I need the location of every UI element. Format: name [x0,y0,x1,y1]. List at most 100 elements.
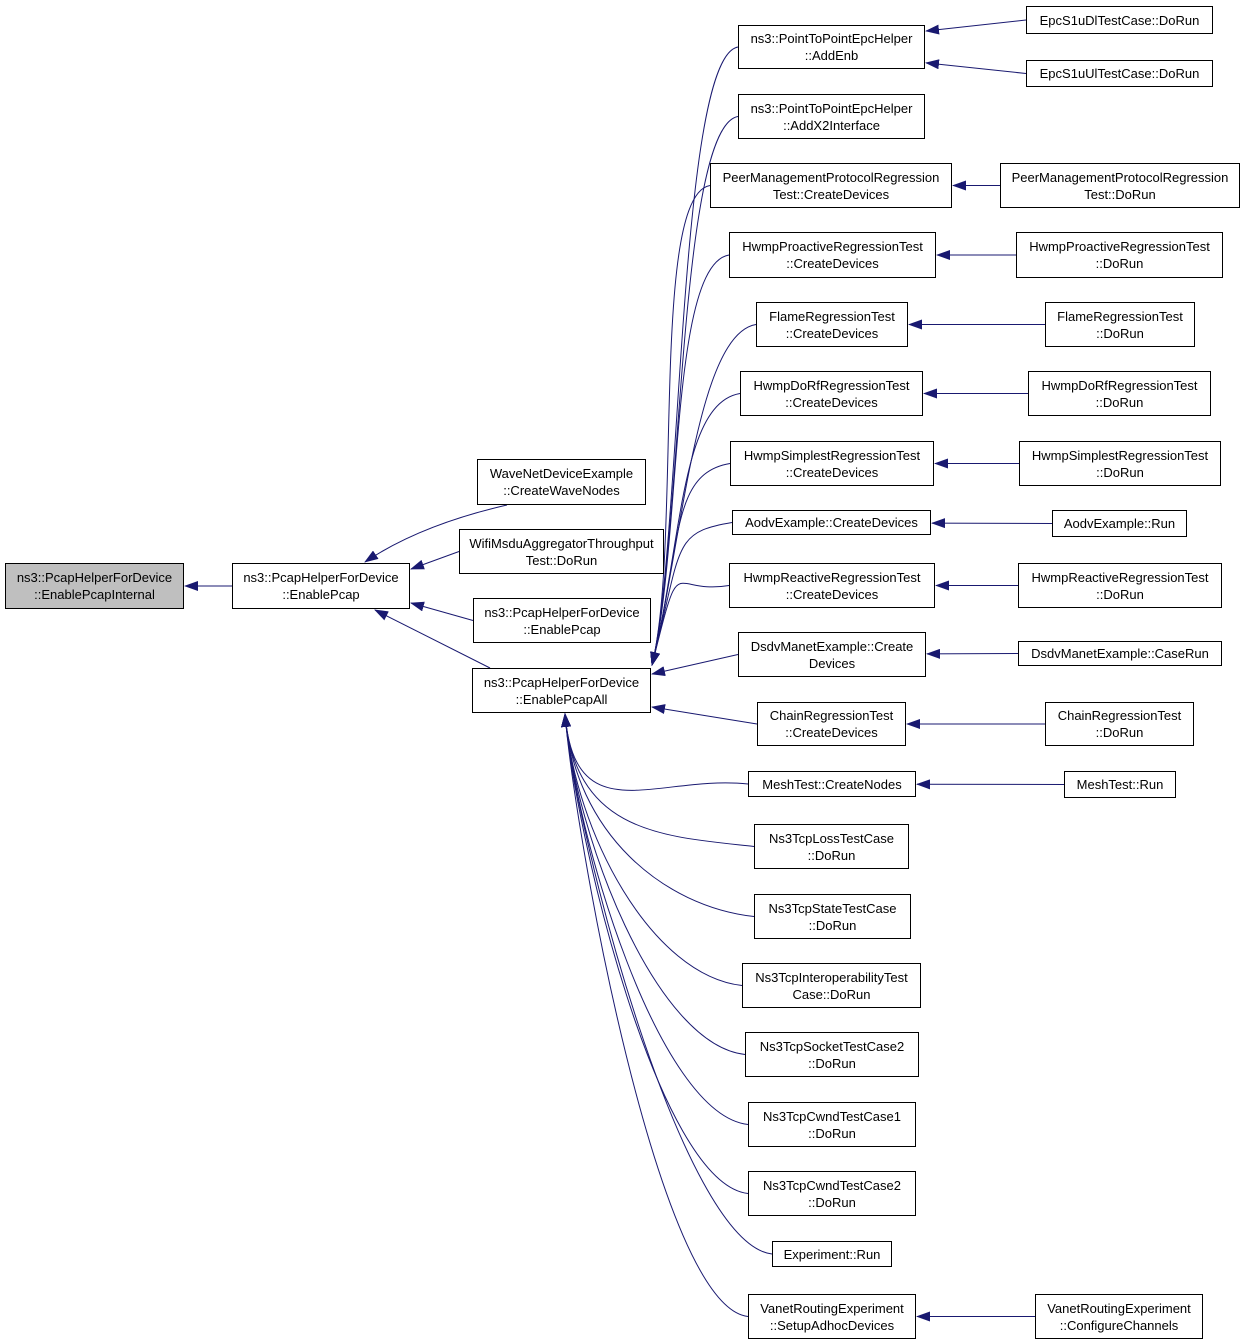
graph-node-label: EpcS1uDlTestCase::DoRun [1039,12,1200,28]
graph-node-hwmpdorfregressiontest-dorun[interactable]: HwmpDoRfRegressionTest::DoRun [1028,371,1211,416]
graph-node-label: Ns3TcpLossTestCase [769,830,894,846]
graph-node-label: ::CreateDevices [785,464,879,480]
graph-node-flameregressiontest-dorun[interactable]: FlameRegressionTest::DoRun [1045,302,1195,347]
graph-node-label: ::DoRun [1095,394,1144,410]
graph-node-ns3-pcaphelperfordevice-enablepcapall[interactable]: ns3::PcapHelperForDevice::EnablePcapAll [472,668,651,713]
call-edge [650,185,711,666]
graph-node-experiment-run[interactable]: Experiment::Run [772,1241,892,1267]
call-edge [650,463,731,666]
call-edge [651,704,758,725]
call-edge [650,582,730,666]
graph-node-label: Test::DoRun [525,552,598,568]
graph-node-hwmpproactiveregressiontest-createdevices[interactable]: HwmpProactiveRegressionTest::CreateDevic… [729,232,936,278]
call-edge [561,713,755,917]
graph-node-label: Test::CreateDevices [772,186,890,202]
call-edge [561,713,743,986]
graph-node-dsdvmanetexample-caserun[interactable]: DsdvManetExample::CaseRun [1018,641,1222,666]
graph-node-chainregressiontest-dorun[interactable]: ChainRegressionTest::DoRun [1045,702,1194,746]
graph-node-ns3tcpsockettestcase2-dorun[interactable]: Ns3TcpSocketTestCase2::DoRun [745,1032,919,1077]
call-edge [925,59,1027,74]
graph-node-label: Devices [808,655,856,671]
graph-node-label: DsdvManetExample::CaseRun [1031,646,1209,661]
call-edge [650,254,730,666]
graph-node-label: ns3::PointToPointEpcHelper [750,100,913,116]
graph-node-label: HwmpProactiveRegressionTest [1029,239,1210,254]
graph-node-hwmpreactiveregressiontest-dorun[interactable]: HwmpReactiveRegressionTest::DoRun [1018,563,1222,608]
graph-node-ns3tcplosstestcase-dorun[interactable]: Ns3TcpLossTestCase::DoRun [754,824,909,869]
graph-node-label: ns3::PointToPointEpcHelper [750,31,913,46]
graph-node-label: ::DoRun [808,1125,856,1141]
graph-node-label: ::CreateDevices [786,256,879,271]
graph-node-label: ns3::PcapHelperForDevice [16,570,173,585]
call-edge [650,46,739,666]
graph-node-hwmpproactiveregressiontest-dorun[interactable]: HwmpProactiveRegressionTest::DoRun [1016,232,1223,278]
graph-node-label: ::ConfigureChannels [1059,1317,1179,1333]
call-edge [561,713,749,1194]
graph-node-label: PeerManagementProtocolRegression [722,169,940,185]
graph-node-label: ::EnablePcapInternal [34,587,155,602]
graph-node-meshtest-run[interactable]: MeshTest::Run [1064,771,1176,798]
graph-node-label: FlameRegressionTest [1057,308,1183,324]
graph-node-label: HwmpSimplestRegressionTest [1031,447,1209,463]
graph-node-ns3-pcaphelperfordevice-enablepcap[interactable]: ns3::PcapHelperForDevice::EnablePcap [473,598,651,643]
graph-node-label: ::DoRun [808,1055,856,1071]
graph-node-hwmpsimplestregressiontest-createdevices[interactable]: HwmpSimplestRegressionTest::CreateDevice… [730,441,934,486]
graph-node-hwmpsimplestregressiontest-dorun[interactable]: HwmpSimplestRegressionTest::DoRun [1019,441,1221,486]
call-edge [925,19,1027,35]
call-edge [561,713,749,1317]
graph-node-label: ::DoRun [807,847,856,863]
graph-node-label: Ns3TcpInteroperabilityTest [755,969,908,985]
graph-node-label: ::DoRun [808,917,857,933]
graph-node-label: HwmpReactiveRegressionTest [1031,569,1209,585]
graph-node-flameregressiontest-createdevices[interactable]: FlameRegressionTest::CreateDevices [756,302,908,347]
graph-node-wavenetdeviceexample-createwavenodes[interactable]: WaveNetDeviceExample::CreateWaveNodes [477,459,646,505]
call-edge [561,713,749,791]
graph-node-label: ::CreateDevices [785,725,878,740]
graph-node-label: ::EnablePcapAll [515,691,608,707]
graph-node-label: ::AddX2Interface [783,117,880,133]
graph-node-label: Test::DoRun [1084,186,1156,202]
graph-node-label: VanetRoutingExperiment [1047,1300,1191,1316]
graph-node-ns3-pointtopointepchelper-addx2interface[interactable]: ns3::PointToPointEpcHelper::AddX2Interfa… [738,94,925,139]
graph-node-label: ChainRegressionTest [1057,708,1182,723]
graph-node-label: ::DoRun [1096,325,1144,341]
call-edge [410,551,460,570]
graph-node-hwmpreactiveregressiontest-createdevices[interactable]: HwmpReactiveRegressionTest::CreateDevice… [729,563,935,608]
graph-node-label: Experiment::Run [783,1246,881,1262]
graph-node-label: Ns3TcpStateTestCase [768,900,897,916]
graph-node-vanetroutingexperiment-configurechannels[interactable]: VanetRoutingExperiment::ConfigureChannel… [1035,1294,1203,1339]
graph-node-ns3-pcaphelperfordevice-enablepcap[interactable]: ns3::PcapHelperForDevice::EnablePcap [232,563,410,609]
graph-node-aodvexample-createdevices[interactable]: AodvExample::CreateDevices [732,510,931,535]
graph-node-ns3tcpcwndtestcase1-dorun[interactable]: Ns3TcpCwndTestCase1::DoRun [748,1102,916,1147]
graph-node-hwmpdorfregressiontest-createdevices[interactable]: HwmpDoRfRegressionTest::CreateDevices [740,371,923,416]
graph-node-label: DsdvManetExample::Create [750,638,914,654]
graph-node-ns3tcpcwndtestcase2-dorun[interactable]: Ns3TcpCwndTestCase2::DoRun [748,1171,916,1216]
graph-node-label: HwmpProactiveRegressionTest [742,239,923,254]
graph-node-label: ::CreateDevices [785,394,878,410]
graph-node-chainregressiontest-createdevices[interactable]: ChainRegressionTest::CreateDevices [757,702,906,746]
graph-node-label: Ns3TcpCwndTestCase2 [762,1177,901,1193]
graph-node-label: WaveNetDeviceExample [489,466,634,481]
graph-node-epcs1uultestcase-dorun[interactable]: EpcS1uUlTestCase::DoRun [1026,60,1213,87]
graph-node-aodvexample-run[interactable]: AodvExample::Run [1052,510,1187,537]
graph-node-vanetroutingexperiment-setupadhocdevices[interactable]: VanetRoutingExperiment::SetupAdhocDevice… [748,1294,916,1339]
graph-node-label: ::CreateDevices [785,586,879,602]
graph-node-label: MeshTest::CreateNodes [762,776,902,792]
graph-node-ns3tcpstatetestcase-dorun[interactable]: Ns3TcpStateTestCase::DoRun [754,894,911,939]
graph-node-ns3-pointtopointepchelper-addenb[interactable]: ns3::PointToPointEpcHelper::AddEnb [738,25,925,69]
graph-node-meshtest-createnodes[interactable]: MeshTest::CreateNodes [748,771,916,797]
call-edge [561,713,773,1255]
graph-node-label: AodvExample::CreateDevices [745,515,918,530]
graph-node-label: ::EnablePcap [523,621,601,637]
graph-node-epcs1udltestcase-dorun[interactable]: EpcS1uDlTestCase::DoRun [1026,6,1213,34]
graph-node-label: HwmpDoRfRegressionTest [753,377,910,393]
call-edge [374,609,491,669]
graph-node-label: VanetRoutingExperiment [760,1300,904,1316]
